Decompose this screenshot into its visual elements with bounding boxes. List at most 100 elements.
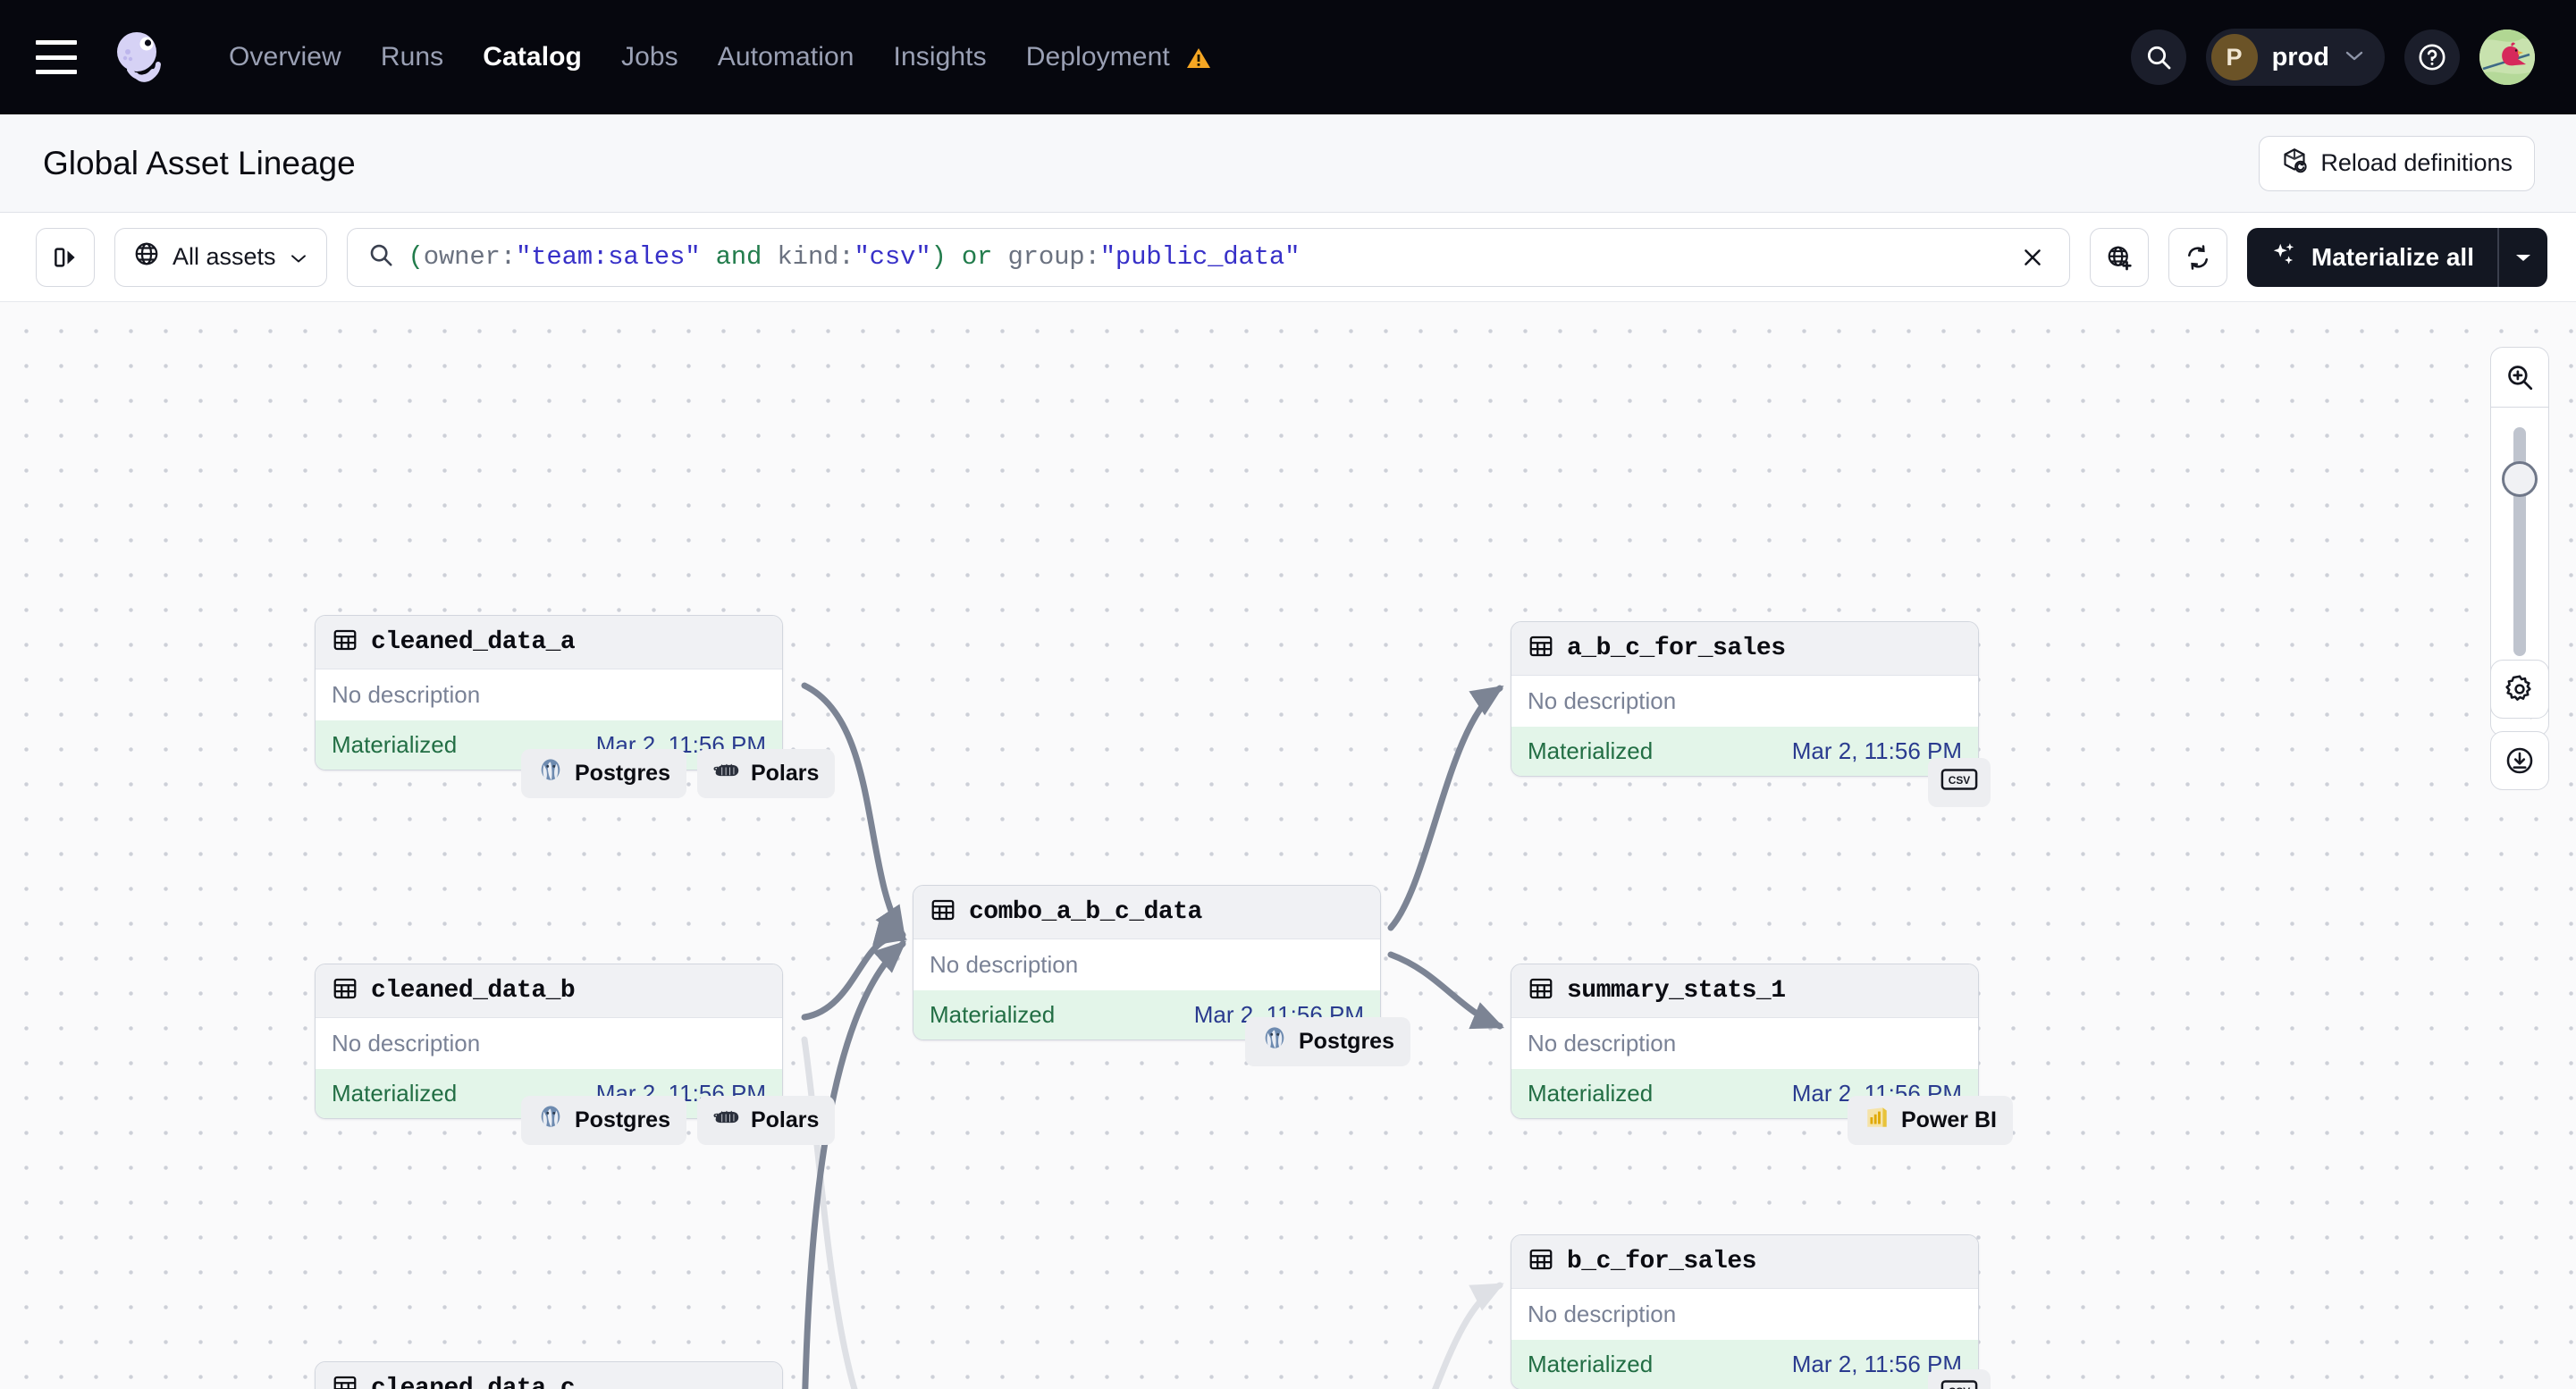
kind-tag-label: Polars: [750, 1107, 820, 1132]
globe-plus-icon[interactable]: [2089, 227, 2149, 287]
search-icon: [367, 241, 394, 273]
kind-tag-csv[interactable]: CSV: [1928, 758, 1991, 807]
query-token: owner: [423, 242, 501, 272]
asset-scope-selector[interactable]: All assets: [114, 227, 327, 287]
top-navigation-bar: Overview Runs Catalog Jobs Automation In…: [0, 0, 2576, 114]
table-icon: [332, 1373, 358, 1389]
search-icon[interactable]: [2130, 29, 2186, 85]
chevron-down-icon: [2344, 48, 2365, 67]
asset-kind-tags: CSV: [1928, 758, 1991, 807]
csv-icon: CSV: [1940, 766, 1978, 799]
avatar[interactable]: [2479, 29, 2535, 85]
nav-item-automation[interactable]: Automation: [717, 42, 854, 72]
table-icon: [332, 975, 358, 1006]
kind-tag-postgres[interactable]: Postgres: [521, 1096, 686, 1145]
asset-node-description: No description: [1511, 1018, 1978, 1069]
asset-node-cleaned_data_c[interactable]: cleaned_data_cNo descriptionMaterialized…: [315, 1361, 783, 1389]
refresh-icon[interactable]: [2168, 227, 2227, 287]
nav-right-cluster: P prod: [2130, 29, 2535, 86]
nav-item-overview[interactable]: Overview: [229, 42, 341, 72]
asset-node-description: No description: [1511, 1289, 1978, 1340]
asset-node-name: cleaned_data_a: [371, 628, 576, 656]
kind-tag-power-bi[interactable]: Power BI: [1848, 1096, 2013, 1145]
kind-tag-label: Postgres: [575, 761, 670, 786]
lineage-edge-combo_b_c_data-to-b_c_for_sales: [1432, 1282, 1504, 1389]
table-icon: [332, 627, 358, 658]
kind-tag-label: Postgres: [575, 1107, 670, 1132]
lineage-edge-cleaned_data_a-to-combo_a_b_c_data: [801, 682, 906, 939]
zoom-slider[interactable]: [2491, 408, 2548, 676]
postgres-icon: [537, 1104, 564, 1137]
deployment-label: prod: [2271, 42, 2329, 72]
zoom-slider-thumb[interactable]: [2502, 461, 2538, 497]
asset-kind-tags: Power BI: [1848, 1096, 2013, 1145]
polars-icon: [713, 759, 740, 788]
status-badge: Materialized: [1528, 1080, 1654, 1107]
nav-item-deployment-label: Deployment: [1025, 42, 1170, 72]
zoom-in-icon[interactable]: [2491, 348, 2548, 407]
asset-node-header: a_b_c_for_sales: [1511, 622, 1978, 676]
materialize-all-dropdown[interactable]: [2497, 227, 2547, 287]
kind-tag-label: Power BI: [1901, 1107, 1997, 1132]
asset-node-name: combo_a_b_c_data: [969, 898, 1202, 926]
asset-node-header: cleaned_data_c: [316, 1362, 782, 1389]
close-x-icon[interactable]: [2012, 237, 2053, 278]
asset-node-description: No description: [913, 939, 1380, 990]
main-nav-items: Overview Runs Catalog Jobs Automation In…: [209, 33, 1231, 81]
materialize-all-button[interactable]: Materialize all: [2246, 227, 2497, 287]
asset-node-name: a_b_c_for_sales: [1567, 635, 1786, 662]
kind-tag-csv[interactable]: CSV: [1928, 1369, 1991, 1389]
svg-text:CSV: CSV: [1949, 1385, 1971, 1389]
nav-item-deployment[interactable]: Deployment: [1006, 33, 1232, 81]
gear-icon[interactable]: [2490, 660, 2549, 719]
hamburger-menu-icon[interactable]: [36, 40, 77, 74]
lineage-edge-combo_a_b_c_data-to-a_b_c_for_sales: [1387, 685, 1504, 931]
nav-item-jobs[interactable]: Jobs: [620, 42, 678, 72]
asset-node-header: cleaned_data_b: [316, 964, 782, 1018]
asset-node-header: summary_stats_1: [1511, 964, 1978, 1018]
kind-tag-postgres[interactable]: Postgres: [1245, 1017, 1410, 1066]
query-token: and: [700, 242, 778, 272]
sparkles-icon: [2270, 240, 2297, 274]
polars-icon: [713, 1106, 740, 1135]
kind-tag-polars[interactable]: Polars: [696, 749, 836, 798]
kind-tag-polars[interactable]: Polars: [696, 1096, 836, 1145]
search-input[interactable]: (owner:"team:sales" and kind:"csv") or g…: [408, 242, 1998, 272]
lineage-edge-cleaned_data_b-to-combo_b_c_data: [801, 1036, 858, 1389]
globe-icon: [133, 240, 160, 274]
question-circle-icon[interactable]: [2404, 29, 2460, 85]
nav-item-insights[interactable]: Insights: [893, 42, 987, 72]
dagster-logo-icon[interactable]: [105, 24, 172, 90]
query-token: :: [1084, 242, 1100, 272]
panel-expand-icon[interactable]: [36, 227, 95, 287]
asset-search-box[interactable]: (owner:"team:sales" and kind:"csv") or g…: [346, 227, 2070, 287]
download-circle-icon[interactable]: [2490, 731, 2549, 790]
asset-kind-tags: Postgres Polars: [521, 1096, 836, 1145]
warning-triangle-icon: [1186, 46, 1211, 70]
query-token: :: [500, 242, 516, 272]
asset-node-header: b_c_for_sales: [1511, 1235, 1978, 1289]
table-icon: [930, 897, 956, 928]
nav-item-catalog[interactable]: Catalog: [483, 42, 582, 72]
asset-node-description: No description: [316, 1018, 782, 1069]
kind-tag-label: Postgres: [1299, 1029, 1394, 1054]
deployment-selector[interactable]: P prod: [2205, 29, 2385, 86]
reload-definitions-button[interactable]: Reload definitions: [2259, 135, 2535, 191]
query-token: (: [408, 242, 424, 272]
lineage-edge-cleaned_data_b-to-combo_a_b_c_data: [801, 917, 908, 1021]
nav-item-runs[interactable]: Runs: [380, 42, 444, 72]
kind-tag-postgres[interactable]: Postgres: [521, 749, 686, 798]
divider: [2491, 407, 2548, 408]
asset-kind-tags: CSV: [1928, 1369, 1991, 1389]
page-title: Global Asset Lineage: [43, 144, 356, 181]
asset-kind-tags: Postgres Polars: [521, 749, 836, 798]
reload-definitions-label: Reload definitions: [2320, 149, 2513, 176]
query-token: kind: [777, 242, 839, 272]
